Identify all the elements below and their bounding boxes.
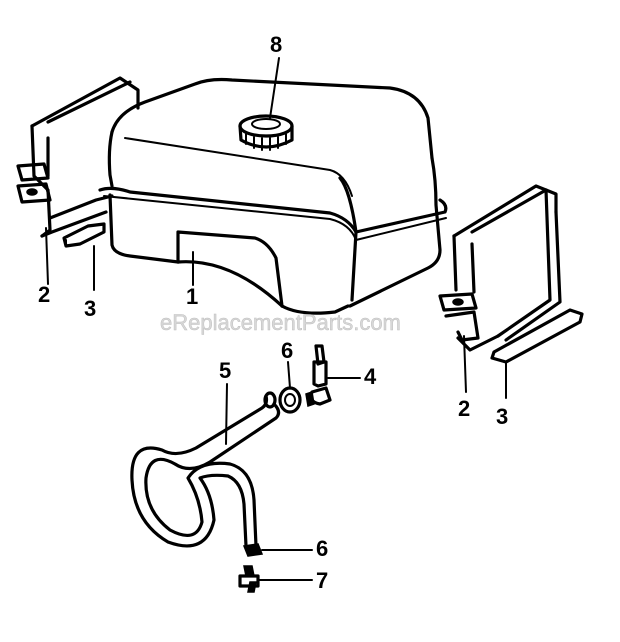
hose-clamp-bottom xyxy=(242,543,264,557)
callout-cap: 8 xyxy=(270,32,282,57)
callout-fitting: 7 xyxy=(316,568,328,593)
callout-tank: 1 xyxy=(186,284,198,309)
fuel-tank xyxy=(98,77,448,315)
strap-right xyxy=(438,184,562,352)
hose-clamp-top xyxy=(278,386,302,414)
callout-hose: 5 xyxy=(219,358,231,383)
callout-pad-left: 3 xyxy=(84,296,96,321)
callout-clamp-top: 6 xyxy=(281,338,293,363)
callout-strap-left: 2 xyxy=(38,282,50,307)
watermark-text: eReplacementParts.com xyxy=(160,310,401,335)
leader-lines xyxy=(45,57,507,581)
pad-left xyxy=(62,222,106,248)
filler-cap xyxy=(238,114,294,151)
fuel-hose xyxy=(130,391,281,557)
callouts: 8 1 2 3 2 3 4 6 5 6 7 xyxy=(38,32,508,593)
callout-valve: 4 xyxy=(364,364,377,389)
callout-clamp-bottom: 6 xyxy=(316,536,328,561)
shutoff-valve xyxy=(305,344,332,407)
callout-pad-right: 3 xyxy=(496,404,508,429)
hose-fitting xyxy=(238,565,260,593)
callout-strap-right: 2 xyxy=(458,396,470,421)
strap-left xyxy=(16,76,140,238)
pad-right xyxy=(490,308,584,364)
